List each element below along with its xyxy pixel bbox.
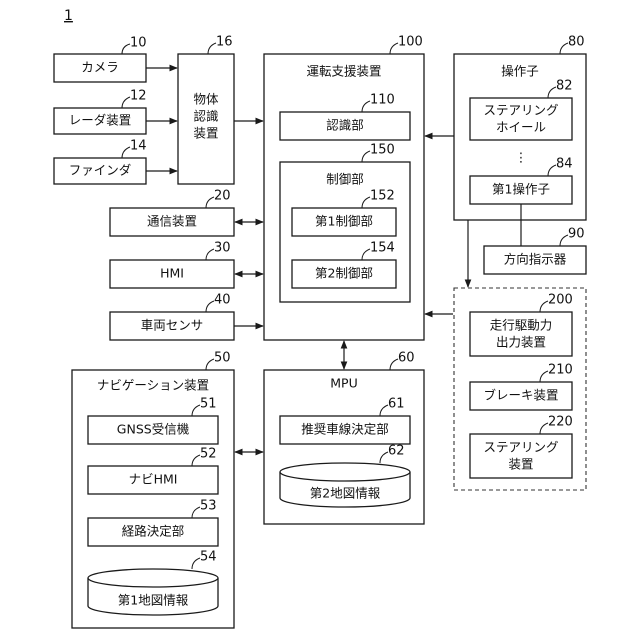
object-recognition-label-1: 物体: [193, 92, 219, 107]
map1-ref: 54: [200, 550, 217, 565]
recognition-unit-ref: 110: [370, 93, 395, 108]
map2-label: 第2地図情報: [310, 486, 381, 501]
navi-hmi-label: ナビHMI: [129, 472, 178, 487]
object-recognition-block: 物体 認識 装置 16: [178, 35, 234, 185]
steering-wheel-ref: 82: [556, 79, 573, 94]
steering-wheel-label-2: ホイール: [496, 120, 546, 135]
operator-ref: 80: [568, 35, 585, 50]
control-unit-ref: 150: [370, 143, 395, 158]
hmi-block: HMI 30: [110, 241, 234, 289]
navi-hmi-ref: 52: [200, 447, 217, 462]
driving-support-label: 運転支援装置: [306, 64, 381, 79]
operator-1-label: 第1操作子: [492, 182, 550, 197]
recognition-unit-label: 認識部: [326, 118, 364, 133]
figure-label: 1: [64, 8, 73, 24]
comm-block: 通信装置 20: [110, 189, 234, 237]
control-2-label: 第2制御部: [315, 266, 373, 281]
camera-block: カメラ 10: [54, 36, 147, 83]
hmi-label: HMI: [160, 266, 184, 281]
direction-indicator-block: 方向指示器 90: [484, 227, 586, 275]
radar-block: レーダ装置 12: [54, 89, 147, 135]
lane-decision-ref: 61: [388, 397, 405, 412]
drive-force-ref: 200: [548, 293, 573, 308]
control-2-ref: 154: [370, 241, 395, 256]
lane-decision-label: 推奨車線決定部: [301, 422, 389, 437]
finder-ref: 14: [130, 139, 147, 154]
ellipsis: ⋮: [515, 150, 528, 165]
finder-block: ファインダ 14: [54, 139, 147, 185]
operator-label: 操作子: [501, 64, 539, 79]
hmi-ref: 30: [214, 241, 231, 256]
brake-label: ブレーキ装置: [483, 388, 558, 403]
map2-ref: 62: [388, 444, 405, 459]
direction-indicator-label: 方向指示器: [504, 252, 567, 267]
mpu-label: MPU: [330, 376, 357, 391]
object-recognition-label-2: 認識: [193, 109, 218, 124]
camera-label: カメラ: [81, 60, 119, 75]
camera-ref: 10: [130, 36, 147, 51]
drive-force-label-2: 出力装置: [496, 335, 546, 350]
radar-ref: 12: [130, 89, 147, 104]
gnss-ref: 51: [200, 397, 217, 412]
route-ref: 53: [200, 499, 217, 514]
vehicle-sensor-label: 車両センサ: [141, 318, 204, 333]
gnss-label: GNSS受信機: [117, 422, 190, 437]
steering-device-ref: 220: [548, 415, 573, 430]
vehicle-sensor-block: 車両センサ 40: [110, 293, 234, 341]
steering-device-label-1: ステアリング: [483, 440, 558, 455]
navigation-ref: 50: [214, 351, 231, 366]
operator-1-ref: 84: [556, 157, 573, 172]
comm-label: 通信装置: [147, 214, 197, 229]
brake-ref: 210: [548, 363, 573, 378]
drive-force-label-1: 走行駆動力: [490, 318, 553, 333]
map1-label: 第1地図情報: [118, 593, 189, 608]
radar-label: レーダ装置: [69, 113, 132, 128]
steering-device-label-2: 装置: [508, 457, 533, 472]
steering-wheel-label-1: ステアリング: [483, 103, 558, 118]
route-label: 経路決定部: [122, 524, 185, 539]
mpu-ref: 60: [398, 351, 415, 366]
vehicle-sensor-ref: 40: [214, 293, 231, 308]
control-unit-label: 制御部: [326, 172, 364, 187]
control-1-label: 第1制御部: [315, 214, 373, 229]
navigation-label: ナビゲーション装置: [97, 378, 209, 393]
driving-support-ref: 100: [398, 35, 423, 50]
direction-indicator-ref: 90: [568, 227, 585, 242]
object-recognition-label-3: 装置: [193, 126, 218, 141]
finder-label: ファインダ: [69, 163, 132, 178]
comm-ref: 20: [214, 189, 231, 204]
object-recognition-ref: 16: [216, 35, 233, 50]
control-1-ref: 152: [370, 189, 395, 204]
